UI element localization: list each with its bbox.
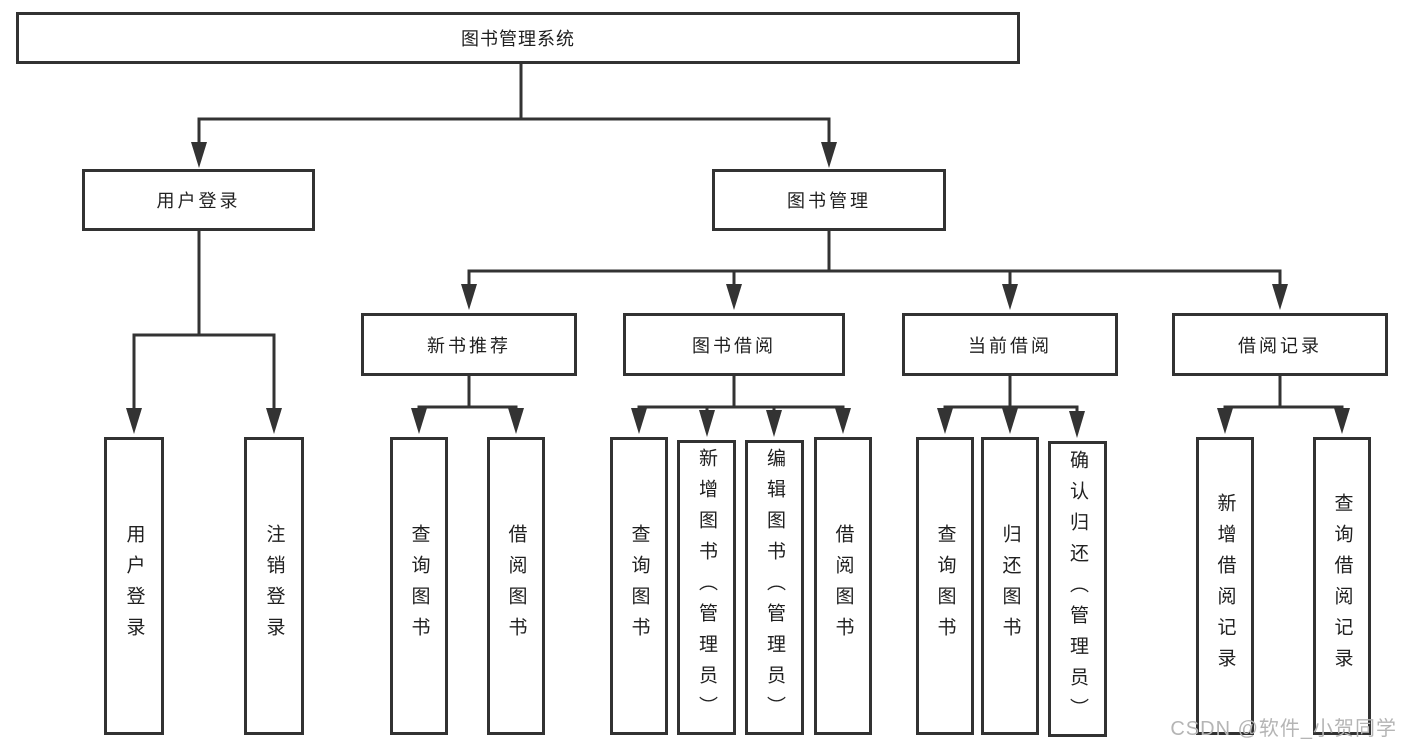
leaf-add-books-admin: 新增图书（管理员） <box>677 440 736 735</box>
node-label: 图书借阅 <box>692 335 776 356</box>
leaf-label: 编辑图书（管理员） <box>764 448 785 727</box>
leaf-label: 查询图书 <box>628 524 650 648</box>
node-label: 新书推荐 <box>427 335 511 356</box>
node-book-borrowing: 图书借阅 <box>623 313 845 376</box>
csdn-watermark: CSDN @软件_小贺同学 <box>1170 718 1397 740</box>
node-library-management-system: 图书管理系统 <box>16 12 1020 64</box>
leaf-edit-books-admin: 编辑图书（管理员） <box>745 440 804 735</box>
leaf-label: 归还图书 <box>999 524 1021 648</box>
node-current-borrowing: 当前借阅 <box>902 313 1118 376</box>
leaf-label: 借阅图书 <box>505 524 527 648</box>
node-label: 当前借阅 <box>968 335 1052 356</box>
leaf-query-borrow-record: 查询借阅记录 <box>1313 437 1371 735</box>
leaf-label: 新增借阅记录 <box>1214 493 1236 679</box>
leaf-label: 查询图书 <box>934 524 956 648</box>
node-book-management: 图书管理 <box>712 169 946 231</box>
leaf-label: 借阅图书 <box>832 524 854 648</box>
leaf-add-borrow-record: 新增借阅记录 <box>1196 437 1254 735</box>
leaf-current-query-books: 查询图书 <box>916 437 974 735</box>
node-label: 图书管理系统 <box>461 29 575 49</box>
leaf-label: 注销登录 <box>263 524 285 648</box>
leaf-borrowing-borrow-books: 借阅图书 <box>814 437 872 735</box>
leaf-borrowing-query-books: 查询图书 <box>610 437 668 735</box>
leaf-recommend-borrow-books: 借阅图书 <box>487 437 545 735</box>
node-label: 借阅记录 <box>1238 335 1322 356</box>
node-borrowing-records: 借阅记录 <box>1172 313 1388 376</box>
leaf-confirm-return-admin: 确认归还（管理员） <box>1048 441 1107 737</box>
leaf-label: 用户登录 <box>123 524 145 648</box>
leaf-label: 查询图书 <box>408 524 430 648</box>
leaf-label: 确认归还（管理员） <box>1067 449 1088 729</box>
leaf-return-books: 归还图书 <box>981 437 1039 735</box>
node-label: 图书管理 <box>787 191 871 211</box>
leaf-user-login: 用户登录 <box>104 437 164 735</box>
leaf-label: 查询借阅记录 <box>1331 493 1353 679</box>
leaf-label: 新增图书（管理员） <box>696 448 717 727</box>
leaf-recommend-query-books: 查询图书 <box>390 437 448 735</box>
node-new-book-recommend: 新书推荐 <box>361 313 577 376</box>
leaf-logout: 注销登录 <box>244 437 304 735</box>
node-label: 用户登录 <box>156 191 241 211</box>
node-user-login: 用户登录 <box>82 169 315 231</box>
